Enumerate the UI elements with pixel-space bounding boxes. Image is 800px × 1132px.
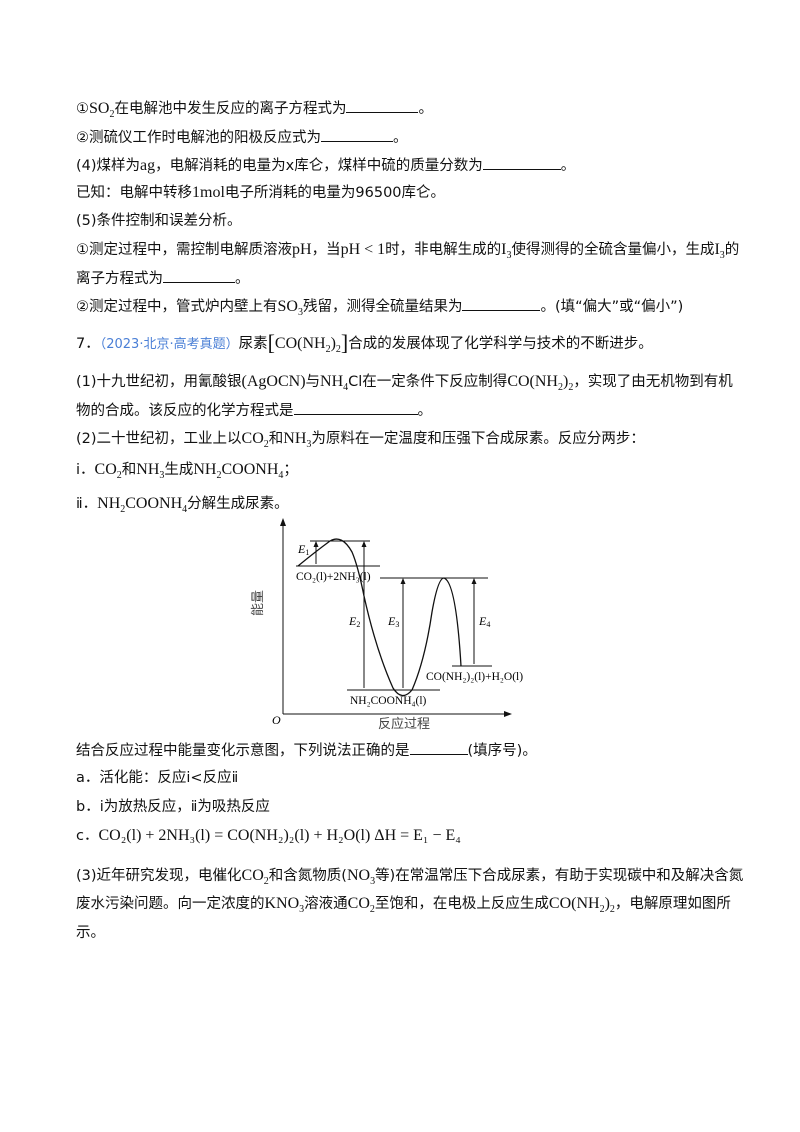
label-e1: E1	[297, 542, 309, 557]
label-e4: E4	[478, 614, 490, 629]
option-c: c．CO₂(l) + 2NH₃(l) = CO(NH₂)₂(l) + H₂O(l…	[76, 827, 461, 844]
line-1: ①SO2在电解池中发生反应的离子方程式为。	[76, 98, 433, 121]
step-2: ⅱ．NH2COONH4分解生成尿素。	[76, 495, 289, 516]
question-7-header: 7．（2023·北京·高考真题）尿素[CO(NH2)2]合成的发展体现了化学科学…	[76, 330, 653, 356]
part-3-line-3: 示。	[76, 925, 105, 941]
line-7: 离子方程式为。	[76, 268, 250, 289]
y-axis-label: 能量	[250, 590, 265, 616]
energy-curve	[297, 538, 462, 697]
part-3-line-1: (3)近年研究发现，电催化CO2和含氮物质(NO3等)在常温常压下合成尿素，有助…	[76, 867, 744, 888]
label-e2: E2	[348, 614, 360, 629]
line-6: ①测定过程中，需控制电解质溶液pH，当pH < 1时，非电解生成的I3使得测得的…	[76, 241, 740, 262]
option-a: a．活化能：反应ⅰ<反应ⅱ	[76, 770, 239, 786]
part-2-line: (2)二十世纪初，工业上以CO2和NH3为原料在一定温度和压强下合成尿素。反应分…	[76, 430, 645, 451]
answer-blank[interactable]	[462, 296, 541, 311]
part-1-line-2: 物的合成。该反应的化学方程式是。	[76, 400, 432, 421]
part-1-line-1: (1)十九世纪初，用氰酸银(AgOCN)与NH4Cl在一定条件下反应制得CO(N…	[76, 373, 733, 394]
answer-blank[interactable]	[163, 268, 235, 283]
line-5: (5)条件控制和误差分析。	[76, 213, 242, 229]
so2-formula: SO2	[89, 100, 115, 121]
option-c-equation: CO₂(l) + 2NH₃(l) = CO(NH₂)₂(l) + H₂O(l) …	[98, 827, 461, 844]
option-b: b．ⅰ为放热反应，ⅱ为吸热反应	[76, 799, 270, 815]
label-intermediate: NH₂COONH₄(l)	[350, 695, 427, 707]
line-4: 已知：电解中转移1mol电子所消耗的电量为96500库仑。	[76, 184, 446, 201]
question-source[interactable]: （2023·北京·高考真题）	[99, 337, 239, 352]
answer-blank[interactable]	[346, 98, 419, 113]
answer-blank[interactable]	[482, 155, 561, 170]
combine-question: 结合反应过程中能量变化示意图，下列说法正确的是(填序号)。	[76, 740, 537, 761]
answer-blank[interactable]	[321, 127, 393, 142]
part-3-line-2: 废水污染问题。向一定浓度的KNO3溶液通CO2至饱和，在电极上反应生成CO(NH…	[76, 895, 731, 916]
answer-blank[interactable]	[409, 740, 468, 755]
answer-blank[interactable]	[293, 400, 418, 415]
label-e3: E3	[387, 614, 399, 629]
x-axis-label: 反应过程	[378, 716, 430, 731]
line-3: (4)煤样为ag，电解消耗的电量为x库仑，煤样中硫的质量分数为。	[76, 155, 576, 174]
step-1: ⅰ．CO2和NH3生成NH2COONH4；	[76, 461, 298, 482]
label-origin: O	[272, 713, 281, 727]
line-2: ②测硫仪工作时电解池的阳极反应式为。	[76, 127, 408, 148]
label-reactants: CO₂(l)+2NH₃(l)	[296, 571, 371, 583]
label-products: CO(NH₂)₂(l)+H₂O(l)	[426, 671, 523, 683]
line-8: ②测定过程中，管式炉内壁上有SO3残留，测得全硫量结果为。(填“偏大”或“偏小”…	[76, 296, 684, 319]
